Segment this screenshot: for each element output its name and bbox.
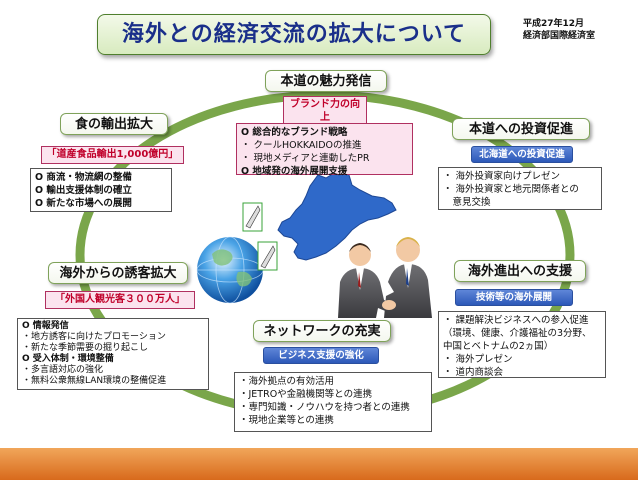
section-network-list: ・海外拠点の有効活用 ・JETROや金融機関等との連携 ・専門知識・ノウハウを持… [234,372,432,432]
globe-icon [196,236,264,304]
page-title: 海外との経済交流の拡大について [97,14,491,55]
list-item: ・JETROや金融機関等との連携 [239,389,373,400]
list-item: O 受入体制・環境整備 [22,354,114,364]
hokkaido-map-icon [277,169,397,261]
list-item: ・海外拠点の有効活用 [239,376,335,387]
section-tourism-tag: 「外国人観光客３００万人」 [45,291,195,309]
date-line: 平成27年12月 [523,19,585,29]
section-attract-tag-line: 上 [320,112,330,123]
list-item: ・ 現地メディアと連動したPR [241,153,370,164]
section-invest-heading: 本道への投資促進 [452,118,590,140]
list-item: ・ 課題解決ビジネスへの参入促進 [443,315,589,326]
list-item: O 地域発の海外展開支援 [241,166,348,177]
section-tourism-heading: 海外からの誘客拡大 [48,262,188,284]
section-food-list: O 商流・物流網の整備 O 輸出支援体制の確立 O 新たな市場への展開 [30,168,172,212]
section-abroad-heading: 海外進出への支援 [454,260,586,282]
section-food-tag: 「道産食品輸出1,000億円」 [41,146,184,164]
list-item: ・ 海外プレゼン [443,354,513,365]
list-item: O 輸出支援体制の確立 [35,185,132,196]
section-network-heading: ネットワークの充実 [253,320,391,342]
list-item: ・新たな季節需要の掘り起こし [22,343,149,353]
section-attract-list: O 総合的なブランド戦略 ・ クールHOKKAIDOの推進 ・ 現地メディアと連… [236,123,413,177]
list-item: ・現地企業等との連携 [239,415,334,426]
section-tourism-list: O 情報発信 ・地方誘客に向けたプロモーション ・新たな季節需要の掘り起こし O… [17,318,209,390]
section-attract-heading: 本道の魅力発信 [265,70,387,92]
list-item: O 総合的なブランド戦略 [241,127,348,138]
handshake-businessmen-icon [338,237,432,318]
section-abroad-list: ・ 課題解決ビジネスへの参入促進 （環境、健康、介護福祉の3分野、 中国とベトナ… [438,311,606,378]
list-item: ・地方誘客に向けたプロモーション [22,332,166,342]
list-item: （環境、健康、介護福祉の3分野、 [443,328,592,339]
list-item: O 情報発信 [22,321,69,331]
section-attract-tag-line: ブランド力の向 [290,99,360,110]
section-invest-tag: 北海道への投資促進 [471,146,573,163]
list-item: ・多言語対応の強化 [22,365,104,375]
list-item: ・ 道内商談会 [443,367,504,378]
airplane-icon [242,202,278,271]
date-note: 平成27年12月 経済部国際経済室 [523,18,595,42]
section-attract-tag: ブランド力の向 上 [283,96,367,124]
section-abroad-tag: 技術等の海外展開 [455,289,573,306]
list-item: O 新たな市場への展開 [35,198,132,209]
list-item: ・ 海外投資家と地元関係者との [443,184,579,195]
list-item: ・専門知識・ノウハウを持つ者との連携 [239,402,410,413]
list-item: ・ クールHOKKAIDOの推進 [241,140,362,151]
list-item: O 商流・物流網の整備 [35,172,132,183]
list-item: ・ 海外投資家向けプレゼン [443,171,561,182]
list-item: 中国とベトナムの2ヵ国） [443,341,554,352]
list-item: 意見交換 [443,197,491,208]
section-invest-list: ・ 海外投資家向けプレゼン ・ 海外投資家と地元関係者との 意見交換 [438,167,602,210]
list-item: ・無料公衆無線LAN環境の整備促進 [22,376,167,386]
section-food-heading: 食の輸出拡大 [60,113,168,135]
footer-bar [0,448,638,480]
department-line: 経済部国際経済室 [523,31,596,41]
section-network-tag: ビジネス支援の強化 [263,347,379,364]
